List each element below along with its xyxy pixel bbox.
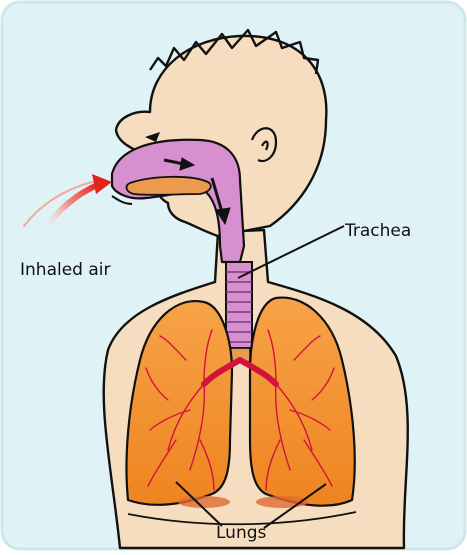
inhaled-air-label: Inhaled air [20, 262, 111, 279]
tongue [127, 177, 211, 195]
diaphragm-left [178, 496, 230, 508]
trachea-label: Trachea [345, 223, 411, 240]
lungs-label: Lungs [216, 525, 266, 542]
